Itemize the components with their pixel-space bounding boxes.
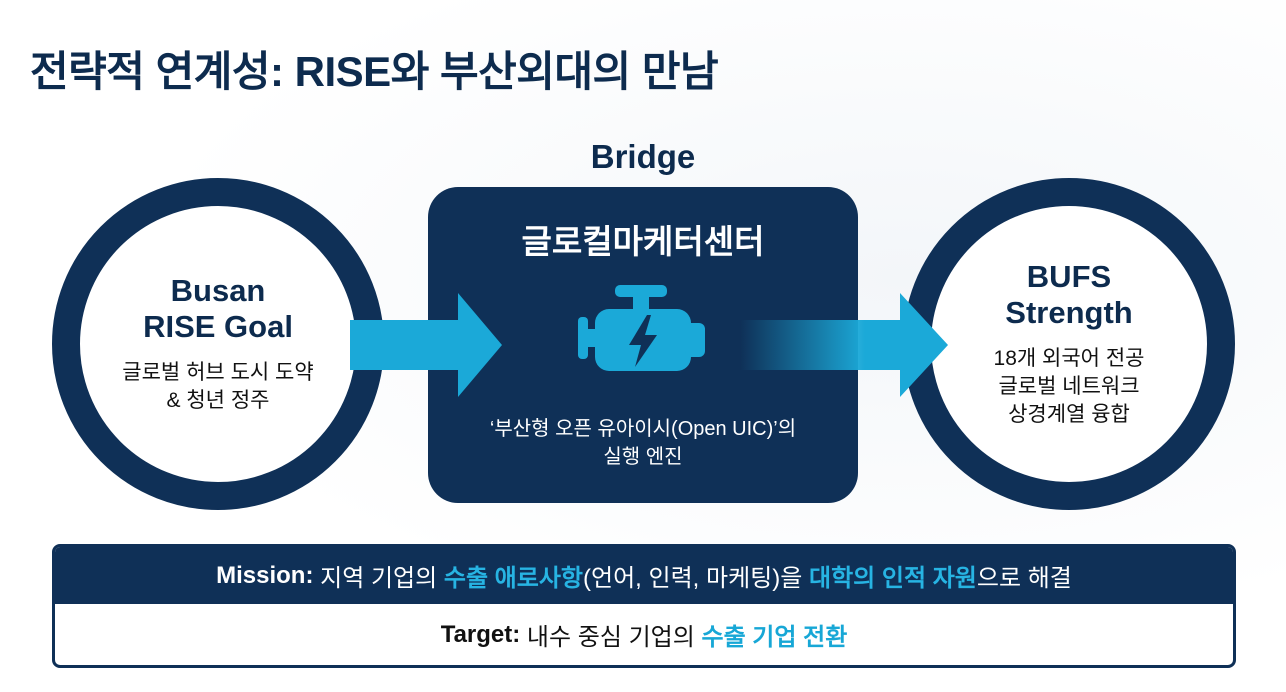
arrow-right-icon bbox=[350, 293, 502, 397]
right-heading-line: Strength bbox=[1005, 295, 1133, 330]
left-body-line: 글로벌 허브 도시 도약 bbox=[122, 361, 314, 384]
arrow-right-icon bbox=[740, 293, 948, 397]
center-body-line: ‘부산형 오픈 유아이시(Open UIC)’의 bbox=[489, 418, 797, 440]
center-heading: 글로컬마케터센터 bbox=[521, 223, 765, 260]
right-body-line: 글로벌 네트워크 bbox=[998, 375, 1140, 398]
page-title: 전략적 연계성: RISE와 부산외대의 만남 bbox=[30, 48, 719, 95]
mission-text: 으로 해결 bbox=[976, 565, 1072, 592]
target-highlight: 수출 기업 전환 bbox=[701, 624, 848, 651]
mission-row: Mission: 지역 기업의 수출 애로사항(언어, 인력, 마케팅)을 대학… bbox=[55, 547, 1233, 604]
right-heading-line: BUFS bbox=[1026, 259, 1112, 294]
target-text: 내수 중심 기업의 bbox=[520, 624, 702, 651]
mission-text: (언어, 인력, 마케팅)을 bbox=[583, 565, 809, 592]
right-body-line: 18개 외국어 전공 bbox=[993, 347, 1145, 370]
right-body-line: 상경계열 융합 bbox=[1008, 403, 1130, 426]
mission-label: Mission: bbox=[216, 561, 314, 589]
target-label: Target: bbox=[440, 620, 521, 648]
mission-highlight: 수출 애로사항 bbox=[443, 565, 584, 592]
left-body-line: & 청년 정주 bbox=[166, 389, 270, 412]
mission-text: 지역 기업의 bbox=[313, 565, 444, 592]
left-body: 글로벌 허브 도시 도약 & 청년 정주 bbox=[122, 359, 313, 415]
mission-target-box: Mission: 지역 기업의 수출 애로사항(언어, 인력, 마케팅)을 대학… bbox=[52, 544, 1236, 668]
target-row: Target: 내수 중심 기업의 수출 기업 전환 bbox=[55, 604, 1233, 665]
mission-highlight: 대학의 인적 자원 bbox=[808, 565, 977, 592]
center-body-line: 실행 엔진 bbox=[603, 446, 683, 468]
bridge-label: Bridge bbox=[590, 138, 696, 175]
engine-icon bbox=[578, 285, 705, 371]
left-heading-line: RISE Goal bbox=[143, 309, 293, 344]
left-heading-line: Busan bbox=[170, 273, 266, 308]
